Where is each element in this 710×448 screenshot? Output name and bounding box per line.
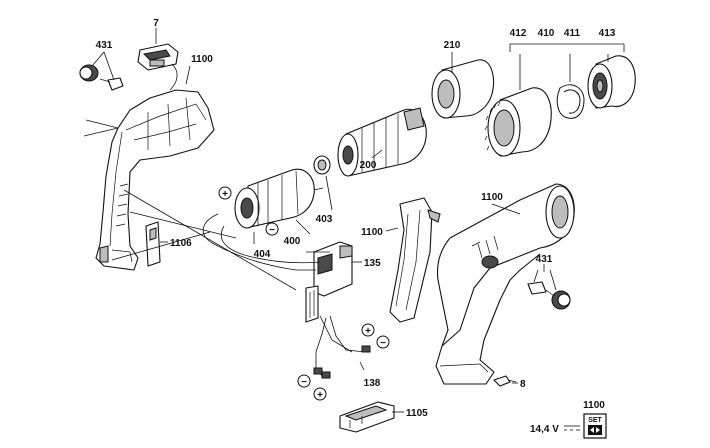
svg-text:−: − xyxy=(301,377,307,388)
cable-guide-1106 xyxy=(145,221,161,267)
plus-sign-wire-upper: + xyxy=(361,323,375,337)
callout-431-right: 431 xyxy=(536,254,553,265)
svg-text:SET: SET xyxy=(588,417,602,424)
minus-sign-wire-lower: − xyxy=(297,374,311,388)
grip-cover xyxy=(389,197,441,323)
plug-right xyxy=(527,281,571,310)
voltage-label: 14,4 V xyxy=(530,424,559,435)
callout-1100-bottom: 1100 xyxy=(583,400,605,411)
callout-403: 403 xyxy=(316,214,333,225)
housing-right-half xyxy=(435,183,575,385)
callout-138: 138 xyxy=(364,378,381,389)
minus-sign-motor: − xyxy=(265,222,279,236)
chuck-413 xyxy=(587,55,636,109)
callout-1106: 1106 xyxy=(170,238,192,249)
svg-text:−: − xyxy=(269,225,275,236)
callout-404: 404 xyxy=(254,249,271,260)
screw-8 xyxy=(493,375,517,387)
callout-7: 7 xyxy=(153,18,159,29)
callout-431-top: 431 xyxy=(96,40,113,51)
callout-411: 411 xyxy=(564,28,581,39)
wire-harness xyxy=(202,213,371,379)
gearbox-200 xyxy=(337,107,427,177)
polarity-markers: + − + − − + xyxy=(218,186,390,401)
callout-1100-grip: 1100 xyxy=(361,227,383,238)
callout-1100-right: 1100 xyxy=(481,192,503,203)
callout-412: 412 xyxy=(510,28,527,39)
minus-sign-wire-upper: − xyxy=(376,335,390,349)
contact-module xyxy=(137,43,179,91)
svg-text:+: + xyxy=(317,390,323,401)
callout-413: 413 xyxy=(599,28,616,39)
callout-1105: 1105 xyxy=(406,408,428,419)
svg-text:−: − xyxy=(380,338,386,349)
svg-text:+: + xyxy=(365,326,371,337)
plus-sign-wire-lower: + xyxy=(313,387,327,401)
battery-contact-1105 xyxy=(339,401,395,433)
plus-sign-motor: + xyxy=(218,186,232,200)
dc-symbol xyxy=(564,425,580,431)
callout-135: 135 xyxy=(364,258,381,269)
callout-labels: 7 431 1100 210 412 410 411 413 200 1100 … xyxy=(96,18,616,419)
bearing-403 xyxy=(313,155,331,175)
callout-210: 210 xyxy=(444,40,461,51)
callout-8: 8 xyxy=(520,379,526,390)
svg-text:+: + xyxy=(222,189,228,200)
callout-200: 200 xyxy=(360,160,377,171)
spring-clip-411 xyxy=(556,84,585,119)
spec-block: 14,4 V SET xyxy=(530,413,607,439)
clutch-ring-412 xyxy=(484,87,552,157)
switch-135 xyxy=(305,241,353,323)
callout-410: 410 xyxy=(538,28,555,39)
bushing-210 xyxy=(431,59,495,119)
callout-400: 400 xyxy=(284,236,301,247)
motor-400 xyxy=(234,168,324,229)
leader-lines xyxy=(83,28,625,413)
housing-left-half xyxy=(95,89,215,271)
callout-1100-top: 1100 xyxy=(191,54,213,65)
plug-top-left xyxy=(79,64,124,91)
set-badge: SET xyxy=(583,413,607,439)
